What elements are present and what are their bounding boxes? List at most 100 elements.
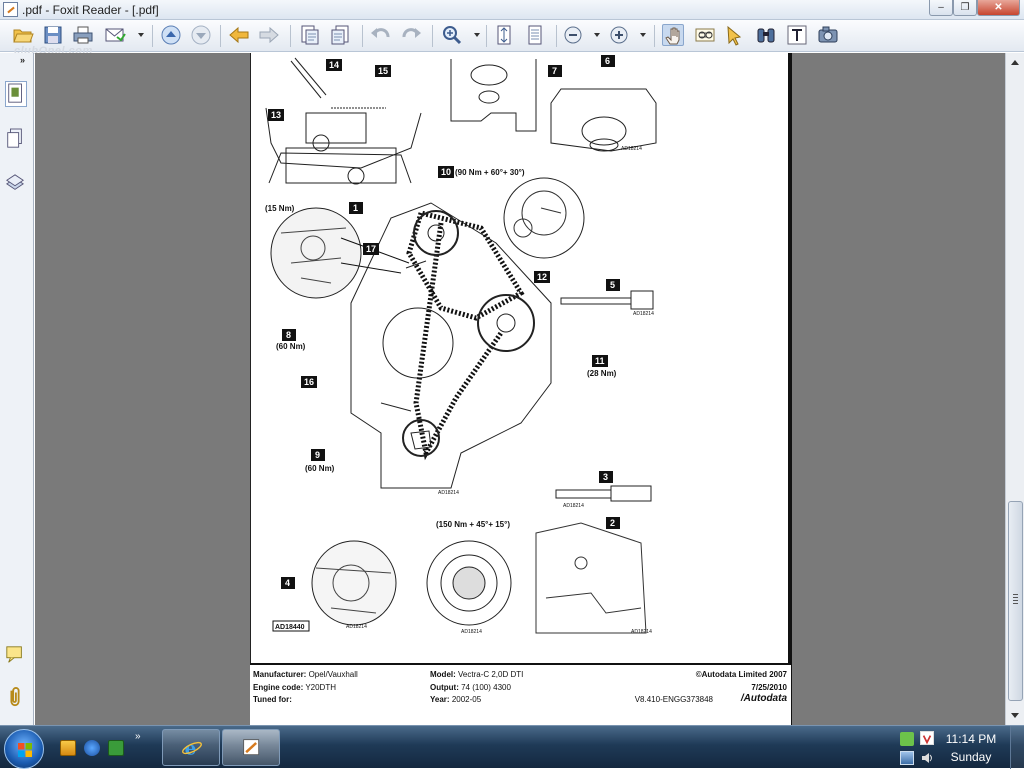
quicklaunch-app-icon[interactable] — [108, 740, 124, 756]
scrollbar-thumb[interactable] — [1008, 501, 1023, 701]
close-button[interactable]: ✕ — [977, 0, 1020, 16]
autodata-logo: /Autodata — [740, 693, 787, 704]
callout-5: 5 — [610, 280, 615, 290]
redo-icon[interactable] — [400, 24, 422, 46]
ref-code: AD18214 — [633, 311, 654, 317]
maximize-button[interactable]: ❐ — [953, 0, 977, 16]
copyright-text: ©Autodata Limited 2007 — [695, 670, 787, 679]
ref-code: AD18214 — [621, 146, 642, 152]
windows-logo-icon — [18, 743, 32, 757]
callout-3: 3 — [603, 472, 608, 482]
torque-label-9: (60 Nm) — [305, 464, 335, 473]
callout-17: 17 — [366, 244, 376, 254]
hand-tool-icon[interactable] — [662, 24, 684, 46]
undo-icon[interactable] — [370, 24, 392, 46]
forward-icon[interactable] — [258, 24, 280, 46]
select-icon[interactable] — [724, 24, 746, 46]
vertical-scrollbar[interactable] — [1005, 53, 1024, 725]
zoom-in-icon[interactable] — [441, 24, 463, 46]
svg-text:e: e — [185, 738, 197, 759]
email-icon[interactable] — [104, 24, 126, 46]
show-desktop-button[interactable] — [1010, 726, 1024, 769]
output-value: 74 (100) 4300 — [461, 683, 511, 692]
next-page-icon[interactable] — [190, 24, 212, 46]
print-icon[interactable] — [72, 24, 94, 46]
attachment-clip-icon[interactable] — [5, 685, 27, 711]
typewriter-icon[interactable] — [786, 24, 808, 46]
scroll-down-icon[interactable] — [1011, 713, 1019, 718]
ref-code: AD18214 — [461, 629, 482, 635]
comments-panel-icon[interactable] — [5, 643, 27, 669]
system-clock[interactable]: 11:14 PM Sunday — [940, 730, 1002, 766]
ref-code: AD18214 — [631, 629, 652, 635]
torque-label-11: (28 Nm) — [587, 369, 617, 378]
callout-12: 12 — [537, 272, 547, 282]
model-label: Model: — [430, 670, 456, 679]
torque-label-15: (15 Nm) — [265, 204, 295, 213]
figure-ref: AD18440 — [275, 624, 305, 631]
quicklaunch-more-button[interactable]: » — [135, 731, 141, 742]
engine-code-label: Engine code: — [253, 683, 304, 692]
minimize-button[interactable]: – — [929, 0, 953, 16]
callout-10: 10 — [441, 167, 451, 177]
volume-icon[interactable] — [920, 751, 934, 765]
torque-label-8: (60 Nm) — [276, 342, 306, 351]
collapse-panel-button[interactable]: » — [20, 55, 26, 65]
model-value: Vectra-C 2,0D DTI — [458, 670, 524, 679]
find-icon[interactable] — [755, 24, 777, 46]
callout-15: 15 — [378, 66, 388, 76]
callout-4: 4 — [285, 578, 290, 588]
title-bar: .pdf - Foxit Reader - [.pdf] – ❐ ✕ — [0, 0, 1024, 20]
pdf-page[interactable]: 14 15 7 6 13 10 (90 Nm + 60°+ 30°) (15 N… — [250, 53, 792, 725]
windows-taskbar: » e 11:14 PM Sunday — [0, 725, 1024, 769]
manufacturer-label: Manufacturer: — [253, 670, 307, 679]
layers-panel-icon[interactable] — [5, 127, 27, 153]
attachments-panel-icon[interactable] — [5, 171, 27, 197]
tuned-for-label: Tuned for: — [253, 695, 292, 704]
pages-panel-icon[interactable] — [5, 81, 27, 107]
taskbar-foxit-reader[interactable] — [222, 729, 280, 766]
zoom-plus-icon[interactable] — [608, 24, 630, 46]
back-icon[interactable] — [228, 24, 250, 46]
taskbar-internet-explorer[interactable]: e — [162, 729, 220, 766]
document-viewport[interactable]: 14 15 7 6 13 10 (90 Nm + 60°+ 30°) (15 N… — [35, 53, 1005, 725]
callout-16: 16 — [304, 377, 314, 387]
manufacturer-value: Opel/Vauxhall — [308, 670, 358, 679]
tray-shield-icon[interactable] — [920, 731, 934, 745]
network-icon[interactable] — [900, 751, 914, 765]
foxit-app-icon[interactable] — [3, 2, 18, 17]
fit-width-icon[interactable] — [524, 24, 546, 46]
window-title: .pdf - Foxit Reader - [.pdf] — [22, 3, 159, 17]
insert-icon[interactable] — [330, 24, 352, 46]
start-button[interactable] — [4, 729, 44, 769]
document-code: V8.410-ENGG373848 — [634, 695, 713, 704]
tray-app-icon[interactable] — [900, 732, 914, 746]
callout-8: 8 — [286, 330, 291, 340]
media-player-icon[interactable] — [60, 740, 76, 756]
ref-code: AD18214 — [563, 503, 584, 509]
clock-time: 11:14 PM — [945, 732, 997, 746]
engine-code-value: Y20DTH — [305, 683, 336, 692]
open-icon[interactable] — [12, 24, 34, 46]
scroll-up-icon[interactable] — [1011, 60, 1019, 65]
callout-13: 13 — [271, 110, 281, 120]
callout-7: 7 — [552, 66, 557, 76]
snapshot-icon[interactable] — [817, 24, 839, 46]
zoom-out-icon[interactable] — [562, 24, 584, 46]
prev-page-icon[interactable] — [160, 24, 182, 46]
save-icon[interactable] — [42, 24, 64, 46]
text-select-icon[interactable] — [694, 24, 716, 46]
callout-1: 1 — [353, 203, 358, 213]
torque-label-150: (150 Nm + 45°+ 15°) — [436, 520, 510, 529]
main-toolbar — [0, 20, 1024, 52]
fit-page-icon[interactable] — [493, 24, 515, 46]
clock-day: Sunday — [950, 750, 992, 764]
ref-code: AD18214 — [438, 490, 459, 496]
output-label: Output: — [430, 683, 459, 692]
extract-icon[interactable] — [298, 24, 320, 46]
callout-2: 2 — [610, 518, 615, 528]
callout-6: 6 — [605, 56, 610, 66]
callout-14: 14 — [329, 60, 339, 70]
ccleaner-icon[interactable] — [84, 740, 100, 756]
print-date: 7/25/2010 — [751, 683, 787, 692]
